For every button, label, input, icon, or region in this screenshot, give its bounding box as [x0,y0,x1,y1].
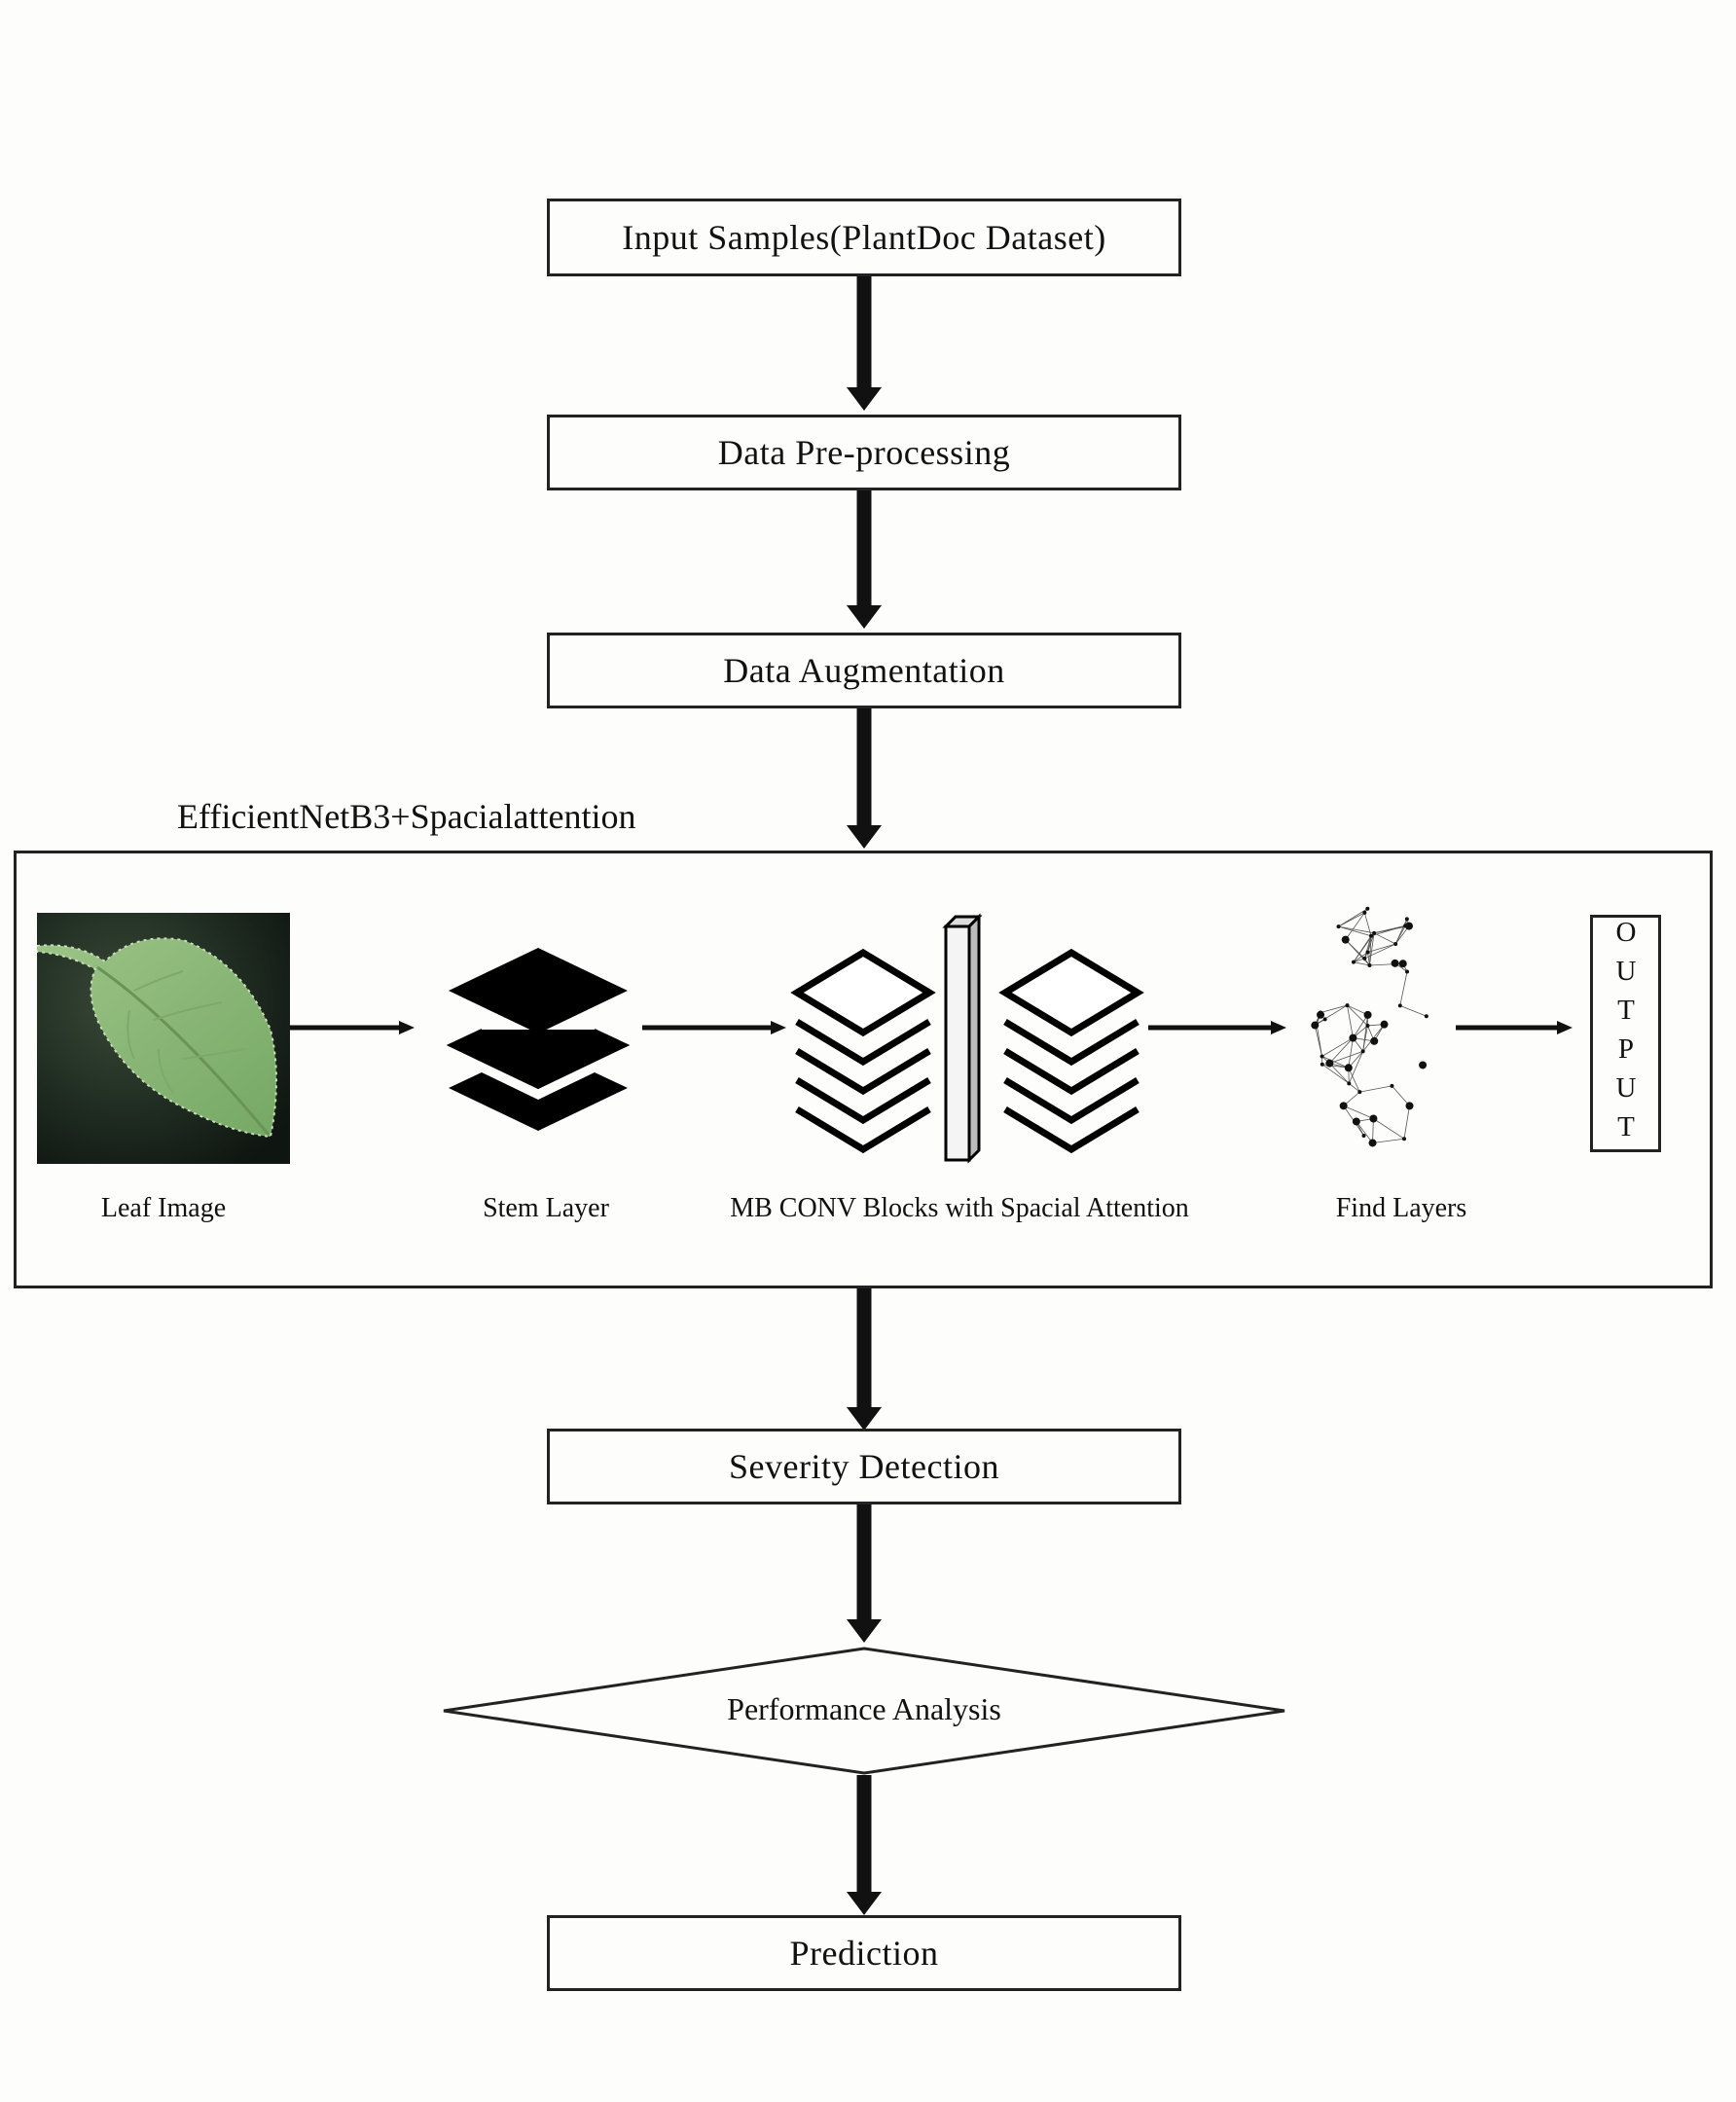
preprocessing-label: Data Pre-processing [717,433,1011,472]
severity-detection-label: Severity Detection [729,1447,999,1486]
arrow-performance-to-prediction [856,1775,872,1894]
augmentation-box: Data Augmentation [547,633,1181,708]
output-box: OUTPUT [1590,915,1661,1152]
arrow-augmentation-to-model [856,708,872,827]
input-samples-label: Input Samples(PlantDoc Dataset) [622,218,1106,257]
model-title: EfficientNetB3+Spacialattention [177,797,636,836]
arrow-head [847,1892,882,1915]
model-frame [14,851,1713,1288]
augmentation-label: Data Augmentation [723,651,1005,690]
arrow-preprocessing-to-augmentation [856,490,872,607]
arrow-stem-to-mbconv [642,1021,786,1034]
output-label: OUTPUT [1610,917,1642,1150]
prediction-label: Prediction [789,1934,939,1973]
network-icon [1311,906,1429,1147]
arrow-head [847,1619,882,1643]
performance-analysis-label: Performance Analysis [727,1691,1001,1726]
arrow-leaf-to-stem [290,1021,415,1034]
mbconv-label: MB CONV Blocks with Spacial Attention [730,1193,1189,1223]
severity-detection-box: Severity Detection [547,1429,1181,1504]
leaf-image [37,913,290,1164]
mbconv-blocks-icon [998,948,1144,1154]
performance-analysis-diamond [443,1647,1285,1775]
preprocessing-box: Data Pre-processing [547,415,1181,490]
arrow-mbconv-to-final [1148,1021,1286,1034]
arrow-head [847,825,882,849]
mbconv-blocks-icon [790,948,936,1154]
final-layers-label: Find Layers [1335,1193,1467,1223]
stem-layer-icon [446,948,631,1131]
arrow-head [847,1407,882,1431]
stem-layer-label: Stem Layer [483,1193,609,1223]
arrow-severity-to-performance [856,1504,872,1621]
input-samples-box: Input Samples(PlantDoc Dataset) [547,199,1181,276]
leaf-image-label: Leaf Image [100,1193,227,1223]
arrow-head [847,387,882,411]
arrow-model-to-severity [856,1288,872,1409]
spatial-attention-block-icon [942,913,983,1164]
arrow-head [847,605,882,629]
arrow-final-to-output [1456,1021,1573,1034]
arrow-input-to-preprocessing [856,276,872,389]
prediction-box: Prediction [547,1915,1181,1991]
